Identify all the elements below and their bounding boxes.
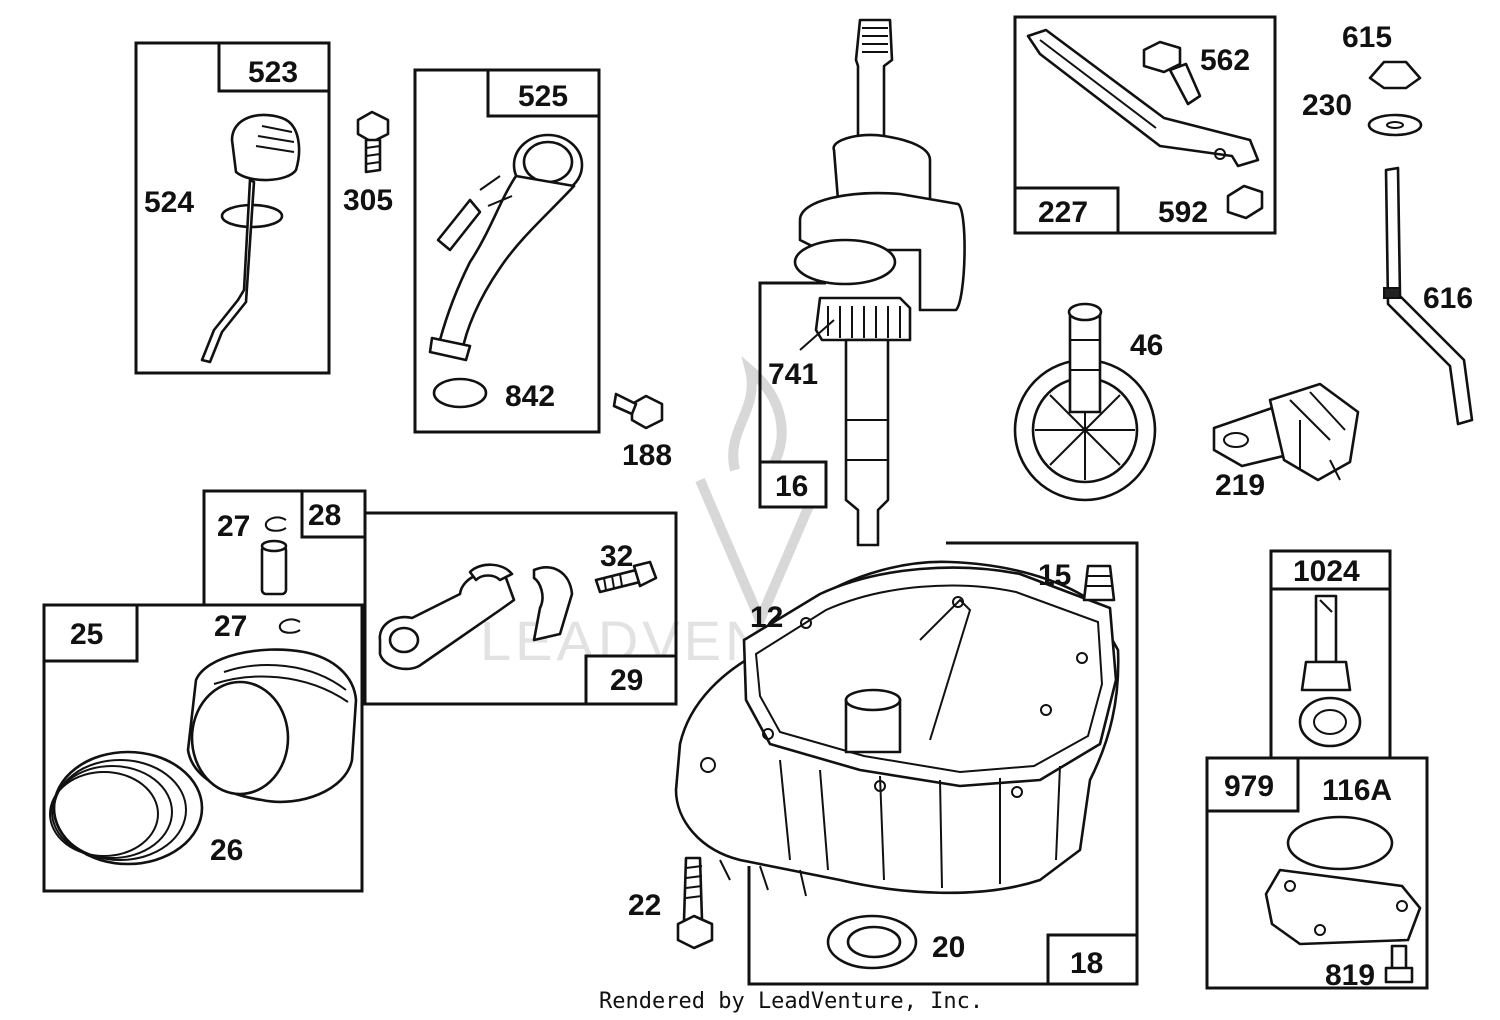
bolt-305 bbox=[356, 110, 390, 174]
footer-credit: Rendered by LeadVenture, Inc. bbox=[599, 989, 983, 1014]
circlip-upper bbox=[264, 516, 287, 532]
label-616: 616 bbox=[1423, 282, 1473, 315]
governor-lever-part bbox=[1026, 28, 1260, 168]
oil-pump-rotor-part bbox=[1298, 696, 1362, 748]
connecting-rod-part bbox=[378, 563, 516, 671]
label-27-lower: 27 bbox=[214, 610, 247, 643]
label-25: 25 bbox=[70, 618, 103, 651]
label-979: 979 bbox=[1224, 770, 1274, 803]
piston-part bbox=[186, 648, 358, 804]
label-26: 26 bbox=[210, 834, 243, 867]
label-18: 18 bbox=[1070, 947, 1103, 980]
oil-pump-cover-group: 979 116A 819 bbox=[1205, 756, 1429, 992]
tab-25 bbox=[42, 603, 139, 663]
label-27-upper: 27 bbox=[217, 510, 250, 543]
label-32: 32 bbox=[600, 540, 633, 573]
tab-16 bbox=[758, 460, 828, 509]
tab-227 bbox=[1013, 186, 1120, 235]
bolt-819 bbox=[1384, 944, 1414, 984]
oil-pump-rotor-group: 1024 bbox=[1269, 549, 1392, 758]
oil-pump-shaft-part bbox=[1300, 594, 1352, 692]
leader-741 bbox=[799, 319, 835, 351]
box-25 bbox=[42, 603, 364, 893]
o-ring-116A bbox=[1286, 815, 1394, 871]
bolt-188 bbox=[612, 392, 664, 430]
label-741: 741 bbox=[768, 358, 818, 391]
label-15: 15 bbox=[1038, 559, 1071, 592]
crankshaft-group: 16 741 bbox=[758, 18, 966, 547]
tab-523 bbox=[217, 41, 331, 93]
label-523: 523 bbox=[248, 56, 298, 89]
label-29: 29 bbox=[610, 664, 643, 697]
pump-cover-part bbox=[1264, 868, 1422, 946]
label-1024: 1024 bbox=[1293, 555, 1360, 588]
connecting-rod-group: 29 32 bbox=[363, 511, 678, 706]
sump-part bbox=[674, 560, 1120, 897]
box-227 bbox=[1013, 15, 1277, 235]
crankshaft-part bbox=[793, 18, 966, 547]
governor-219 bbox=[1212, 382, 1360, 482]
governor-lever-group: 227 562 592 bbox=[1013, 15, 1277, 235]
label-28: 28 bbox=[308, 499, 341, 532]
label-227: 227 bbox=[1038, 196, 1088, 229]
label-20: 20 bbox=[932, 931, 965, 964]
sump-group: 18 12 15 20 bbox=[674, 541, 1139, 986]
seal-842 bbox=[432, 377, 488, 409]
oil-seal-20 bbox=[826, 914, 918, 970]
box-29 bbox=[363, 511, 678, 706]
label-16: 16 bbox=[775, 470, 808, 503]
label-219: 219 bbox=[1215, 469, 1265, 502]
tab-28 bbox=[300, 489, 367, 539]
label-305: 305 bbox=[343, 184, 393, 217]
bolt-562 bbox=[1142, 40, 1202, 106]
tab-18 bbox=[1046, 933, 1139, 986]
label-524: 524 bbox=[144, 186, 194, 219]
governor-shaft-616 bbox=[1383, 166, 1474, 426]
label-842: 842 bbox=[505, 380, 555, 413]
bolt-22 bbox=[676, 856, 714, 950]
label-525: 525 bbox=[518, 80, 568, 113]
washer-230 bbox=[1367, 113, 1423, 137]
nut-592 bbox=[1226, 184, 1264, 220]
piston-group: 25 27 26 bbox=[42, 603, 364, 893]
label-46: 46 bbox=[1130, 329, 1163, 362]
label-615: 615 bbox=[1342, 21, 1392, 54]
dipstick-group: 523 524 bbox=[134, 41, 331, 375]
rod-cap-part bbox=[532, 565, 574, 642]
circlip-lower bbox=[278, 618, 301, 634]
camshaft-46 bbox=[1013, 302, 1157, 502]
tab-29 bbox=[584, 654, 678, 706]
tab-979 bbox=[1205, 756, 1300, 813]
dipstick-part bbox=[200, 113, 301, 364]
bolt-32 bbox=[594, 560, 658, 594]
plug-15 bbox=[1082, 564, 1116, 602]
label-116A: 116A bbox=[1322, 774, 1392, 807]
piston-rings-26 bbox=[49, 750, 204, 866]
label-562: 562 bbox=[1200, 44, 1250, 77]
label-22: 22 bbox=[628, 889, 661, 922]
label-819: 819 bbox=[1325, 959, 1375, 992]
oil-fill-tube-group: 525 842 bbox=[413, 68, 601, 434]
washer-615 bbox=[1368, 60, 1422, 90]
box-979 bbox=[1205, 756, 1429, 990]
label-188: 188 bbox=[622, 439, 672, 472]
tab-1024 bbox=[1269, 549, 1392, 591]
tab-525 bbox=[486, 68, 601, 118]
label-592: 592 bbox=[1158, 196, 1208, 229]
piston-pin-group: 28 27 bbox=[202, 489, 367, 605]
label-230: 230 bbox=[1302, 89, 1352, 122]
label-12: 12 bbox=[750, 601, 783, 634]
piston-pin-part bbox=[260, 539, 288, 596]
oil-fill-tube-part bbox=[428, 133, 584, 362]
